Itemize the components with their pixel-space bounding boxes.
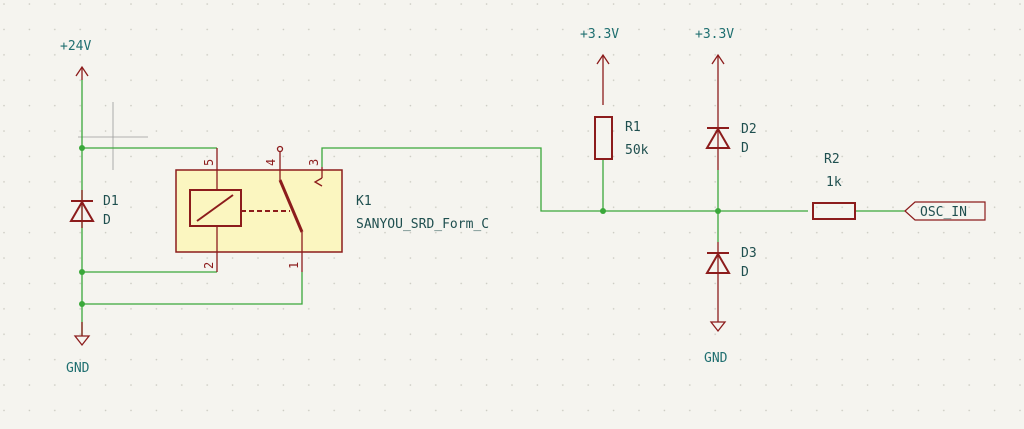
resistor-r2-icon <box>812 202 856 220</box>
diode-d3[interactable]: D3 D <box>705 242 757 285</box>
d3-ref: D3 <box>741 246 757 261</box>
resistor-r1-icon <box>594 116 613 160</box>
junction-diode-node <box>715 208 721 214</box>
d2-ref: D2 <box>741 122 757 137</box>
diode-d1-icon <box>69 200 95 222</box>
relay-pin-5: 5 <box>202 159 216 166</box>
relay-pin-3: 3 <box>307 159 321 166</box>
gnd-left[interactable]: GND <box>66 322 91 376</box>
relay-coil-icon <box>189 189 242 227</box>
junction-gnd-a <box>79 269 85 275</box>
diode-d3-icon <box>705 252 731 274</box>
power-3v3-r1[interactable]: +3.3V <box>580 27 619 105</box>
relay-switch-icon <box>278 179 304 233</box>
net-label-shape <box>904 201 986 221</box>
relay-pin-4: 4 <box>264 159 278 166</box>
r1-ref: R1 <box>625 120 641 135</box>
junction-r1-node <box>600 208 606 214</box>
wire-relay-pin3-to-node[interactable] <box>321 147 808 212</box>
relay-body <box>175 169 343 253</box>
r1-value: 50k <box>625 143 649 158</box>
crosshair-cursor <box>78 102 148 170</box>
gnd-right-label: GND <box>704 351 728 366</box>
power-3v3-d2-label: +3.3V <box>695 27 734 42</box>
junction-gnd-b <box>79 301 85 307</box>
power-24v[interactable]: +24V <box>60 39 91 80</box>
power-3v3-r1-label: +3.3V <box>580 27 619 42</box>
gnd-right[interactable]: GND <box>704 285 728 366</box>
diode-d2[interactable]: D2 D <box>705 105 757 170</box>
resistor-r2[interactable]: R2 1k <box>812 152 856 220</box>
k1-value: SANYOU_SRD_Form_C <box>356 217 489 232</box>
d2-value: D <box>741 141 749 156</box>
d3-value: D <box>741 265 749 280</box>
wire-relay-pin1[interactable] <box>82 272 303 305</box>
resistor-r1[interactable]: R1 50k <box>594 116 649 160</box>
ground-icon <box>709 321 727 333</box>
junctions <box>79 145 721 307</box>
relay-k1[interactable]: 5 4 3 2 1 K1 SANYOU_SRD_Form_C <box>175 145 489 273</box>
net-label-osc-in[interactable]: OSC_IN <box>904 201 986 221</box>
power-3v3-d2[interactable]: +3.3V <box>695 27 734 105</box>
d1-value: D <box>103 213 111 228</box>
gnd-left-label: GND <box>66 361 90 376</box>
relay-pin-2: 2 <box>202 262 216 269</box>
d1-ref: D1 <box>103 194 119 209</box>
k1-ref: K1 <box>356 194 372 209</box>
diode-d1[interactable]: D1 D <box>69 190 119 228</box>
ground-icon <box>73 335 91 347</box>
relay-pin-1: 1 <box>287 262 301 269</box>
junction-24v <box>79 145 85 151</box>
relay-nc-contact-icon <box>313 177 323 187</box>
power-24v-label: +24V <box>60 39 91 54</box>
r2-value: 1k <box>826 175 842 190</box>
net-label-text: OSC_IN <box>920 205 967 220</box>
r2-ref: R2 <box>824 152 840 167</box>
